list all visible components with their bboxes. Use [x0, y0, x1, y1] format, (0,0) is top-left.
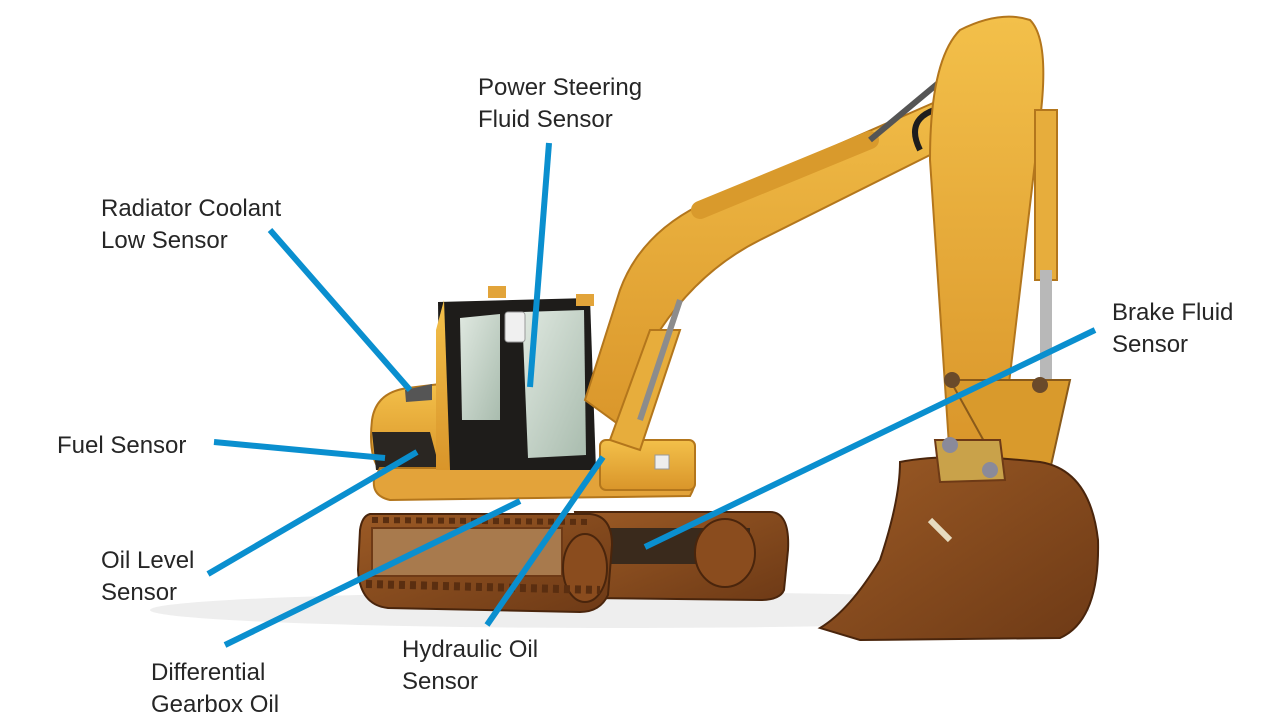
leader-line-hydraulic-oil: [484, 455, 606, 627]
leader-line-radiator-coolant: [267, 228, 413, 392]
label-line: Sensor: [101, 579, 178, 606]
label-power-steering-fluid-sensor: Power Steering Fluid Sensor: [478, 72, 642, 136]
upper-body: [370, 382, 696, 502]
leader-line-brake-fluid: [643, 327, 1097, 550]
label-line: Fluid Sensor: [478, 106, 613, 133]
label-line: Radiator Coolant: [101, 195, 282, 222]
leader-line-power-steering: [527, 142, 552, 388]
label-line: Hydraulic Oil: [402, 636, 539, 663]
label-differential-gearbox-oil: Differential Gearbox Oil: [151, 657, 279, 721]
leader-line-differential-gearbox: [223, 498, 522, 648]
arm: [928, 15, 1072, 471]
leader-line-fuel: [213, 439, 386, 461]
leader-lines: [206, 142, 1097, 648]
label-line: Low Sensor: [101, 227, 228, 254]
label-fuel-sensor: Fuel Sensor: [57, 430, 186, 462]
cab: [436, 286, 596, 470]
label-line: Differential: [151, 659, 266, 686]
label-hydraulic-oil-sensor: Hydraulic Oil Sensor: [402, 634, 538, 698]
label-radiator-coolant-low-sensor: Radiator Coolant Low Sensor: [101, 193, 281, 257]
leader-line-oil-level: [206, 449, 419, 577]
label-line: Fuel Sensor: [57, 432, 187, 459]
label-oil-level-sensor: Oil Level Sensor: [101, 545, 194, 609]
label-brake-fluid-sensor: Brake Fluid Sensor: [1112, 297, 1233, 361]
label-line: Power Steering: [478, 74, 643, 101]
label-line: Gearbox Oil: [151, 691, 280, 718]
bucket: [817, 437, 1100, 642]
label-line: Sensor: [1112, 331, 1189, 358]
label-line: Oil Level: [101, 547, 195, 574]
label-line: Sensor: [402, 668, 479, 695]
label-line: Brake Fluid: [1112, 299, 1234, 326]
